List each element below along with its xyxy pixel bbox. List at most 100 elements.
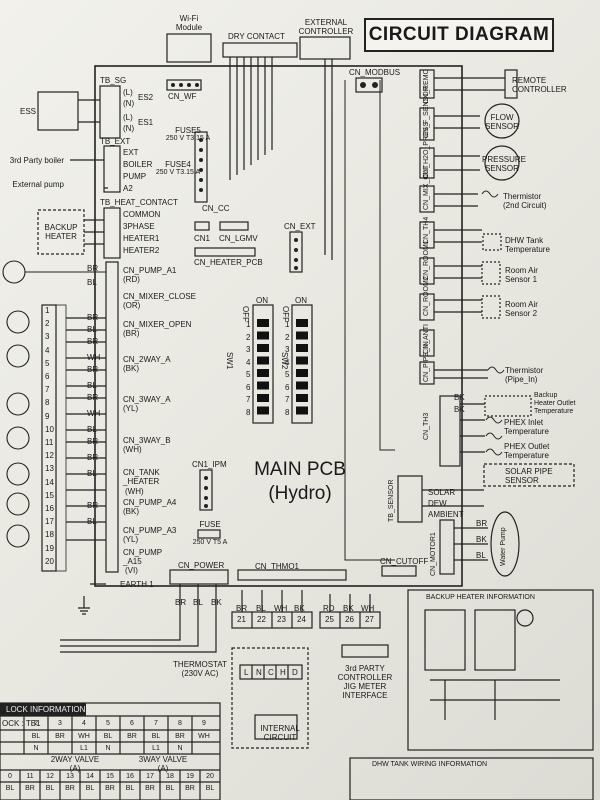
dip-toggle-sw2-1[interactable] bbox=[296, 319, 308, 327]
wire-color-6: BR bbox=[87, 365, 99, 374]
table2-header-cell-10: 20 bbox=[206, 773, 214, 780]
pump-connector-sub: (YL) bbox=[123, 404, 139, 413]
wifi-line2: Module bbox=[175, 23, 203, 32]
tp-line3: JIG METER bbox=[343, 682, 387, 691]
terminal-number-9: 10 bbox=[45, 424, 54, 434]
table-row2-cell-3: N bbox=[105, 745, 111, 752]
dhw-tank-info-label: DHW TANK WIRING INFORMATION bbox=[372, 761, 488, 768]
es1-label: ES1 bbox=[138, 118, 154, 127]
dip-toggle-sw2-7[interactable] bbox=[296, 394, 308, 402]
ctrl-wire-wh: WH bbox=[361, 604, 375, 613]
table-row1-cell-0: BL bbox=[31, 733, 41, 740]
bottom-terminal-1: 22 bbox=[257, 615, 266, 624]
remote-controller-label: REMOTE CONTROLLER bbox=[512, 76, 567, 94]
bo-line2: Heater Outlet bbox=[534, 400, 576, 407]
right-connector-label-5: CN_ROOM1 bbox=[423, 240, 430, 280]
wire-color-14: BR bbox=[87, 501, 99, 510]
sw2-number-3: 3 bbox=[285, 345, 290, 354]
room-air1-label: Room Air Sensor 1 bbox=[505, 266, 538, 284]
ext-item-pump: PUMP bbox=[123, 172, 147, 181]
dip-toggle-sw1-3[interactable] bbox=[257, 344, 269, 352]
ambient-label: AMBIENT bbox=[428, 510, 464, 519]
flow-line2: SENSOR bbox=[485, 122, 519, 131]
dip-toggle-sw2-2[interactable] bbox=[296, 331, 308, 340]
pump-connector-label-4: CN_3WAY_A(YL) bbox=[123, 395, 171, 413]
dip-toggle-sw2-4[interactable] bbox=[296, 356, 308, 365]
fuse5-rating: 250 V T3.15 A bbox=[165, 135, 211, 142]
sw1-on-label: ON bbox=[256, 296, 268, 305]
dip-toggle-sw2-3[interactable] bbox=[296, 344, 308, 352]
dip-toggle-sw1-4[interactable] bbox=[257, 356, 269, 365]
dip-toggle-sw1-7[interactable] bbox=[257, 394, 269, 402]
terminal-number-14: 15 bbox=[45, 490, 54, 500]
wire-color-8: BR bbox=[87, 393, 99, 402]
main-fuse-rating: 250 V T5 A bbox=[192, 539, 228, 546]
l2-label: (L) bbox=[123, 113, 133, 122]
sw1-number-7: 7 bbox=[246, 395, 251, 404]
bk-label-1: BK bbox=[454, 393, 465, 402]
remote-line2: CONTROLLER bbox=[512, 85, 567, 94]
pump-connector-label-9: CN_PUMP_A15 bbox=[123, 548, 162, 566]
heat-item-3phase: 3PHASE bbox=[123, 222, 155, 231]
table2-row-cell-4: BL bbox=[85, 785, 95, 792]
terminal-number-16: 17 bbox=[45, 517, 54, 527]
dip-toggle-sw1-1[interactable] bbox=[257, 319, 269, 327]
terminal-number-5: 6 bbox=[45, 372, 50, 381]
table2-header-cell-2: 12 bbox=[46, 773, 54, 780]
table2-row-cell-6: BL bbox=[125, 785, 135, 792]
main-pcb-line2: (Hydro) bbox=[268, 483, 332, 504]
terminal-number-19: 20 bbox=[45, 556, 54, 566]
three-way-line1: 3WAY VALVE bbox=[138, 755, 188, 764]
table2-row-cell-7: BR bbox=[145, 785, 155, 792]
tp-line2: CONTROLLER bbox=[337, 673, 393, 682]
three-way-line2: (A) bbox=[157, 764, 169, 773]
dip-toggle-sw1-8[interactable] bbox=[257, 406, 269, 415]
third-party-boiler-label: 3rd Party boiler bbox=[9, 156, 64, 165]
pump-connector-name: CN_2WAY_A bbox=[123, 355, 171, 364]
right-connector-label-3: CN_MIX_OUT bbox=[423, 164, 430, 210]
thermo-wire-bl: BL bbox=[256, 604, 266, 613]
pump-connector-label-1: CN_MIXER_CLOSE(OR) bbox=[123, 292, 196, 310]
pump-connector-label-7: CN_PUMP_A4(BK) bbox=[123, 498, 176, 516]
tb-sensor-label: TB_SENSOR bbox=[388, 479, 395, 522]
sw2-on-label: ON bbox=[295, 296, 307, 305]
phex-out-line2: Temperature bbox=[504, 451, 549, 460]
table-row2-cell-5: L1 bbox=[152, 745, 160, 752]
tank-heater-color: (WH) bbox=[125, 487, 144, 496]
wire-color-15: BL bbox=[87, 517, 97, 526]
dip-toggle-sw1-6[interactable] bbox=[257, 381, 269, 390]
table2-row-cell-9: BR bbox=[185, 785, 195, 792]
main-pcb-line1: MAIN PCB bbox=[254, 459, 346, 480]
wire-color-4: BR bbox=[87, 337, 99, 346]
sw2-number-1: 1 bbox=[285, 320, 290, 329]
wire-color-7: BL bbox=[87, 381, 97, 390]
sw2-number-8: 8 bbox=[285, 407, 290, 417]
table-row1-cell-5: BL bbox=[151, 733, 161, 740]
dip-toggle-sw2-8[interactable] bbox=[296, 406, 308, 415]
backup-heater-line2: HEATER bbox=[45, 232, 77, 241]
table-row2-cell-0: N bbox=[33, 745, 39, 752]
n1-label: (N) bbox=[123, 99, 135, 108]
pump-connector-label-2: CN_MIXER_OPEN(BR) bbox=[123, 320, 191, 338]
terminal-number-13: 14 bbox=[45, 477, 54, 487]
thermostat-terminal-2: C bbox=[268, 668, 274, 677]
dip-toggle-sw1-2[interactable] bbox=[257, 331, 269, 340]
pump-connector-name: CN_PUMP_A1 bbox=[123, 266, 177, 275]
pump-connector-name: CN_MIXER_OPEN bbox=[123, 320, 192, 329]
table-row2-cell-6: N bbox=[177, 745, 183, 752]
dip-toggle-sw2-6[interactable] bbox=[296, 381, 308, 390]
flow-sensor-label: FLOW SENSOR bbox=[484, 113, 520, 131]
terminal-number-2: 3 bbox=[45, 332, 50, 342]
backup-outlet-label: Backup Heater Outlet Temperature bbox=[534, 392, 576, 416]
solar-pipe-line1: SOLAR PIPE bbox=[505, 467, 553, 476]
right-connector-label-8: CN_PIPE_IN bbox=[423, 341, 430, 382]
dip-toggle-sw2-5[interactable] bbox=[296, 369, 308, 377]
pump-connector-sub: (WH) bbox=[123, 445, 142, 454]
dip-toggle-sw1-5[interactable] bbox=[257, 369, 269, 377]
wifi-module-label: Wi-Fi Module bbox=[165, 14, 213, 32]
solar-label: SOLAR bbox=[428, 488, 456, 497]
pressure-sensor-label: PRESSURE SENSOR bbox=[482, 155, 526, 173]
table2-row-cell-5: BR bbox=[105, 785, 115, 792]
